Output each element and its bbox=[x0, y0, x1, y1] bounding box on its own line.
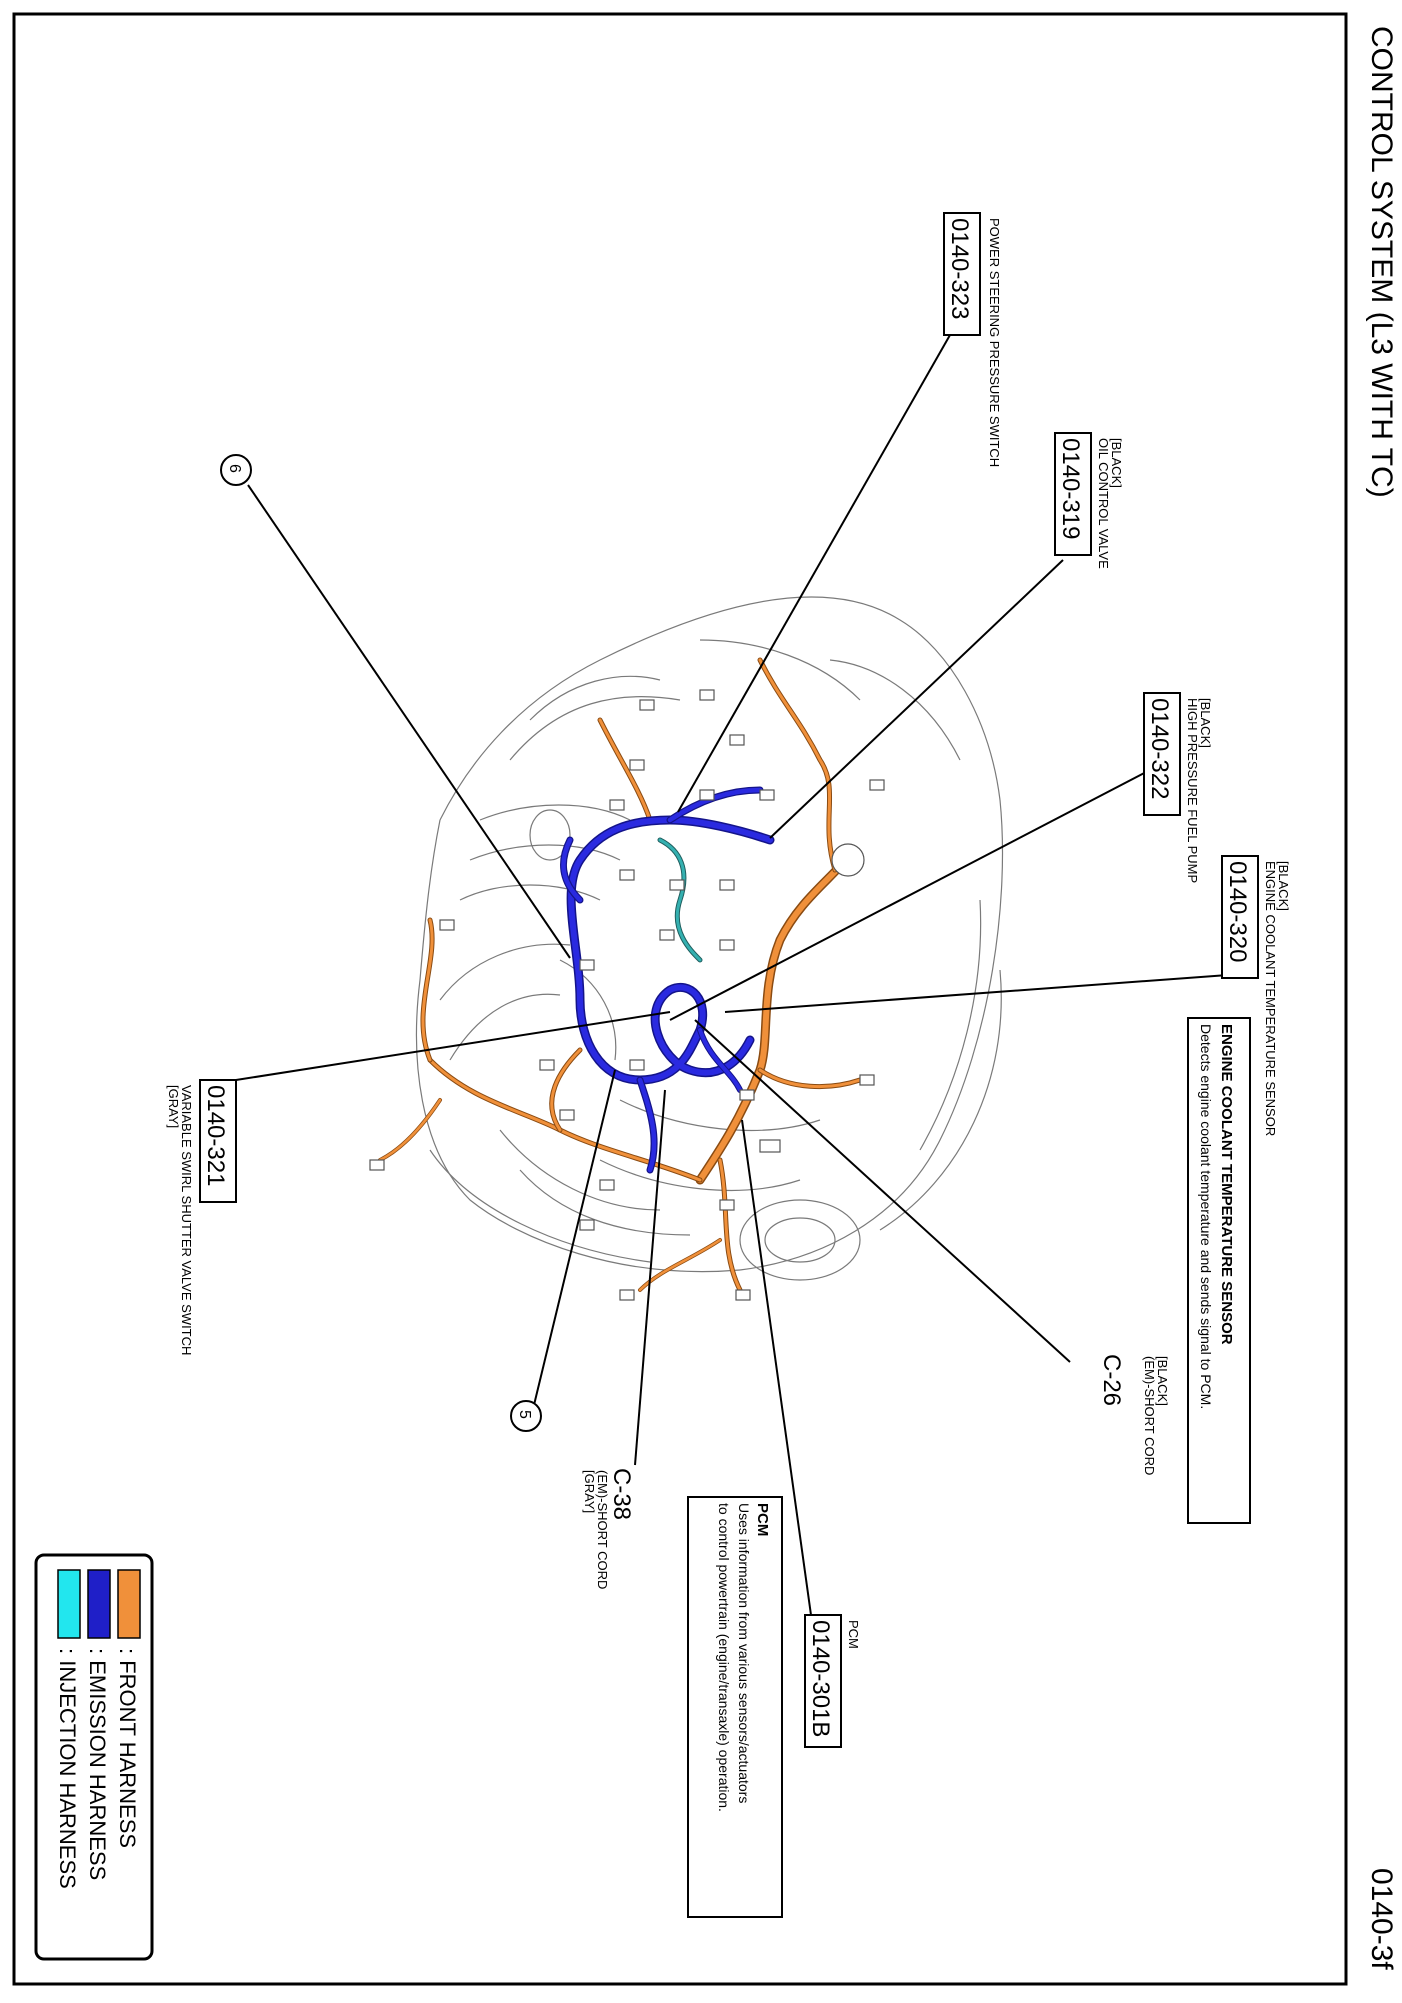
injection-harness bbox=[657, 837, 703, 963]
callout-pcm[interactable]: 0140-301B PCM bbox=[804, 1614, 861, 1748]
page-frame bbox=[12, 12, 1348, 1986]
connector-code: C-38 bbox=[608, 1468, 635, 1520]
connector-code-box bbox=[199, 1079, 237, 1203]
note-engine-coolant-temperature-sensor: ENGINE COOLANT TEMPERATURE SENSOR Detect… bbox=[1187, 1017, 1251, 1524]
component-label: PCM bbox=[846, 1620, 861, 1649]
callout-power-steering-pressure-switch[interactable]: 0140-323 POWER STEERING PRESSURE SWITCH bbox=[943, 212, 1002, 467]
harness-color: [GRAY] bbox=[166, 1085, 181, 1128]
legend-label: : INJECTION HARNESS bbox=[55, 1648, 80, 1889]
harness-color: [BLACK] bbox=[1198, 698, 1213, 748]
page-code-block: 0140-3f bbox=[1365, 1868, 1398, 1970]
component-label: HIGH PRESSURE FUEL PUMP bbox=[1185, 698, 1200, 883]
connector-code-box bbox=[804, 1614, 842, 1748]
leader-lines bbox=[235, 334, 1229, 1616]
callout-high-pressure-fuel-pump[interactable]: 0140-322 [BLACK] HIGH PRESSURE FUEL PUMP bbox=[1143, 692, 1213, 883]
connector-code: 0140-319 bbox=[1057, 438, 1084, 539]
connector-code-box bbox=[943, 212, 981, 336]
callout-oil-control-valve[interactable]: 0140-319 [BLACK] OIL CONTROL VALVE bbox=[1054, 432, 1124, 569]
emission-harness bbox=[559, 786, 775, 1174]
marker-number: 6 bbox=[226, 464, 243, 473]
connector-code-box bbox=[1221, 855, 1259, 979]
connector-code: 0140-321 bbox=[202, 1085, 229, 1186]
legend-swatch bbox=[57, 1569, 81, 1639]
harness-legend: : FRONT HARNESS: EMISSION HARNESS: INJEC… bbox=[34, 1553, 154, 1961]
page-title: CONTROL SYSTEM (L3 WITH TC) bbox=[1365, 26, 1398, 498]
connector-code: 0140-301B bbox=[807, 1620, 834, 1737]
component-label: (EM)-SHORT CORD bbox=[595, 1470, 610, 1589]
note-box bbox=[1187, 1017, 1251, 1524]
connector-code: 0140-322 bbox=[1146, 698, 1173, 799]
component-label: VARIABLE SWIRL SHUTTER VALVE SWITCH bbox=[179, 1085, 194, 1355]
component-label: ENGINE COOLANT TEMPERATURE SENSOR bbox=[1263, 861, 1278, 1136]
note-pcm: PCM Uses information from various sensor… bbox=[687, 1496, 783, 1918]
legend-swatch bbox=[117, 1569, 141, 1639]
reference-marker-6[interactable]: 6 bbox=[220, 454, 252, 486]
note-heading: ENGINE COOLANT TEMPERATURE SENSOR bbox=[1218, 1024, 1235, 1345]
legend-swatch bbox=[87, 1569, 111, 1639]
component-label: OIL CONTROL VALVE bbox=[1096, 438, 1111, 569]
note-line-2: to control powertrain (engine/transaxle)… bbox=[716, 1503, 732, 1812]
legend-label: : EMISSION HARNESS bbox=[85, 1648, 110, 1880]
connector-code-box bbox=[1054, 432, 1092, 556]
front-harness bbox=[378, 657, 863, 1293]
connectors bbox=[369, 689, 885, 1301]
note-body: Detects engine coolant temperature and s… bbox=[1198, 1024, 1214, 1409]
harness-color: [BLACK] bbox=[1276, 861, 1291, 911]
note-box bbox=[687, 1496, 783, 1918]
connector-code-box bbox=[1143, 692, 1181, 816]
component-label: POWER STEERING PRESSURE SWITCH bbox=[987, 218, 1002, 467]
legend-label: : FRONT HARNESS bbox=[115, 1648, 140, 1848]
harness-color: [BLACK] bbox=[1109, 438, 1124, 488]
page-code: 0140-3f bbox=[1365, 1868, 1398, 1970]
legend-item: : FRONT HARNESS bbox=[115, 1569, 141, 1848]
connector-code: C-26 bbox=[1098, 1354, 1125, 1406]
reference-marker-5[interactable]: 5 bbox=[510, 1400, 542, 1432]
title-block: CONTROL SYSTEM (L3 WITH TC) bbox=[1365, 26, 1398, 498]
component-label: (EM)-SHORT CORD bbox=[1142, 1356, 1157, 1475]
callout-c26-short-cord[interactable]: [BLACK] (EM)-SHORT CORD C-26 bbox=[1098, 1354, 1170, 1475]
callout-c38-short-cord[interactable]: C-38 (EM)-SHORT CORD [GRAY] bbox=[582, 1468, 635, 1589]
callout-variable-swirl-shutter-valve-switch[interactable]: 0140-321 VARIABLE SWIRL SHUTTER VALVE SW… bbox=[166, 1079, 237, 1355]
note-heading: PCM bbox=[754, 1503, 771, 1536]
harness-color: [GRAY] bbox=[582, 1470, 597, 1513]
note-line-1: Uses information from various sensors/ac… bbox=[736, 1503, 752, 1803]
legend-item: : EMISSION HARNESS bbox=[85, 1569, 111, 1880]
legend-box bbox=[34, 1553, 154, 1961]
connector-code: 0140-320 bbox=[1224, 861, 1251, 962]
vehicle-outline bbox=[415, 596, 1004, 1281]
connector-code: 0140-323 bbox=[946, 218, 973, 319]
callout-engine-coolant-temperature-sensor[interactable]: 0140-320 [BLACK] ENGINE COOLANT TEMPERAT… bbox=[1221, 855, 1291, 1136]
legend-item: : INJECTION HARNESS bbox=[55, 1569, 81, 1889]
marker-number: 5 bbox=[516, 1410, 533, 1419]
harness-color: [BLACK] bbox=[1155, 1356, 1170, 1406]
